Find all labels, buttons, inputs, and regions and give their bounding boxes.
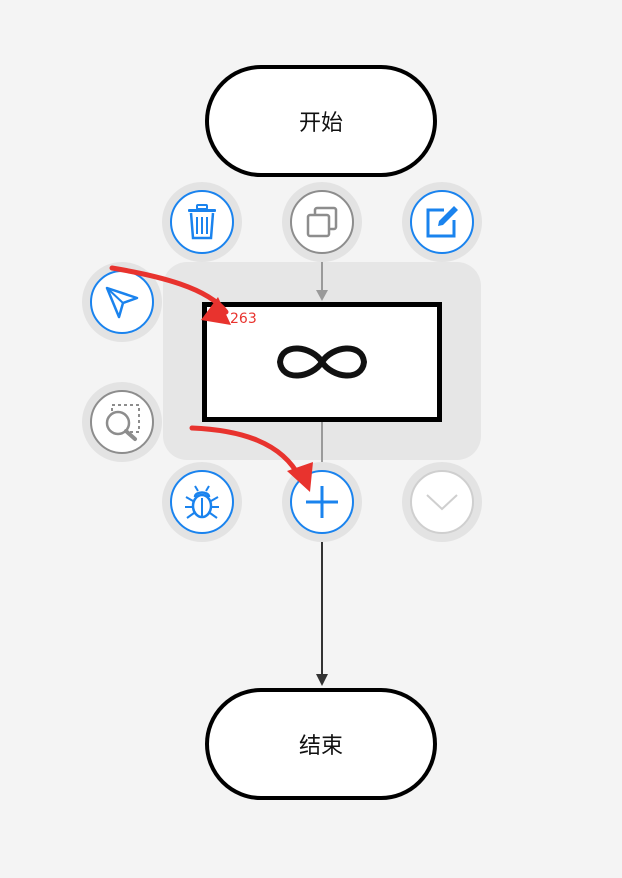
plus-icon <box>306 486 338 518</box>
end-node-label: 结束 <box>298 734 343 759</box>
delete-button-ring <box>162 182 242 262</box>
copy-button[interactable] <box>290 190 354 254</box>
start-node[interactable]: 开始 <box>205 65 437 177</box>
send-button-ring <box>82 262 162 342</box>
inspect-button[interactable] <box>90 390 154 454</box>
copy-icon <box>306 206 338 238</box>
edit-button-ring <box>402 182 482 262</box>
debug-button-ring <box>162 462 242 542</box>
infinity-icon <box>277 345 367 379</box>
add-node-button[interactable] <box>290 470 354 534</box>
node-id-label: 263 <box>230 311 257 327</box>
chevron-down-icon <box>426 494 458 511</box>
bug-icon <box>185 485 219 519</box>
copy-button-ring <box>282 182 362 262</box>
zoom-select-icon <box>105 404 140 441</box>
connector-arrowhead-end <box>316 674 328 686</box>
collapse-button[interactable] <box>410 470 474 534</box>
edit-icon <box>426 206 458 238</box>
loop-node[interactable] <box>202 302 442 422</box>
inspect-button-ring <box>82 382 162 462</box>
delete-button[interactable] <box>170 190 234 254</box>
edit-button[interactable] <box>410 190 474 254</box>
add-node-button-ring <box>282 462 362 542</box>
send-button[interactable] <box>90 270 154 334</box>
send-icon <box>105 286 139 319</box>
trash-icon <box>188 204 216 240</box>
debug-button[interactable] <box>170 470 234 534</box>
start-node-label: 开始 <box>298 111 343 136</box>
end-node[interactable]: 结束 <box>205 688 437 800</box>
collapse-button-ring <box>402 462 482 542</box>
connector-arrowhead-top <box>316 290 328 301</box>
